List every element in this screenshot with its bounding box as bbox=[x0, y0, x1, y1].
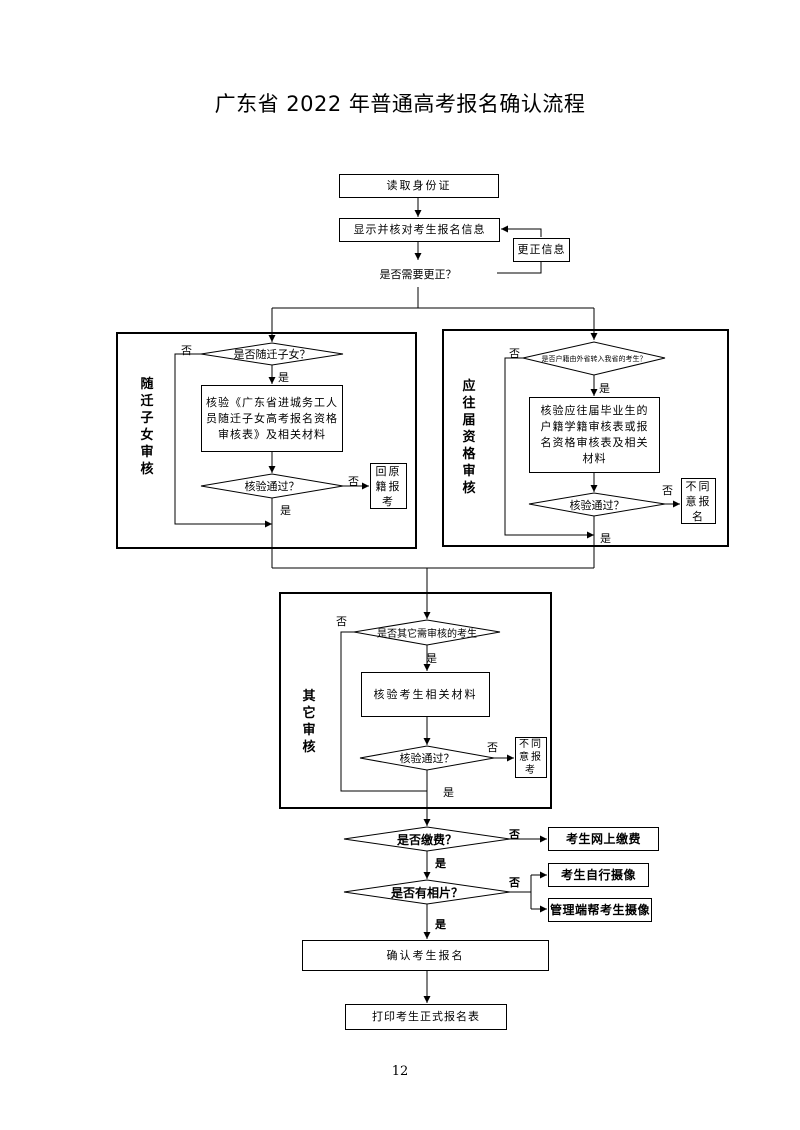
confirm-box: 确认考生报名 bbox=[302, 940, 549, 971]
section-c-pass-text: 核验通过？ bbox=[399, 752, 455, 765]
admin-photo-box: 管理端帮考生摄像 bbox=[548, 898, 652, 922]
label-yes-photo: 是 bbox=[435, 918, 446, 931]
label-yes-b1: 是 bbox=[599, 382, 610, 395]
diamond-c-question bbox=[353, 619, 501, 646]
page-number: 12 bbox=[391, 1064, 409, 1079]
label-no-paid: 否 bbox=[509, 828, 520, 841]
label-yes-paid: 是 bbox=[435, 857, 446, 870]
correct-info-box: 更正信息 bbox=[513, 238, 570, 262]
section-b-pass-text: 核验通过？ bbox=[569, 498, 625, 512]
label-no-a1: 否 bbox=[181, 344, 192, 357]
read-id-box: 读取身份证 bbox=[339, 174, 499, 198]
show-info-box: 显示并核对考生报名信息 bbox=[339, 218, 500, 242]
section-b-question-text: 是否户籍由外省转入我省的考生？ bbox=[541, 354, 647, 363]
page-title: 广东省 2022 年普通高考报名确认流程 bbox=[214, 92, 586, 116]
section-c-title: 其它审核 bbox=[302, 689, 316, 755]
label-no-b1: 否 bbox=[509, 347, 520, 360]
section-b-fail-box: 不同意报名 bbox=[681, 478, 716, 524]
section-a-frame bbox=[116, 332, 417, 549]
photo-question-text: 是否有相片？ bbox=[390, 885, 463, 900]
label-yes-a1: 是 bbox=[278, 371, 289, 384]
section-a-pass-text: 核验通过？ bbox=[244, 480, 300, 493]
section-a-verify-box: 核验《广东省进城务工人员随迁子女高考报名资格审核表》及相关材料 bbox=[201, 385, 343, 452]
label-no-b2: 否 bbox=[662, 484, 673, 497]
need-correct-text: 是否需要更正？ bbox=[379, 267, 457, 281]
section-c-fail-text: 不同意报考 bbox=[519, 739, 543, 776]
section-c-question-text: 是否其它需审核的考生 bbox=[377, 629, 477, 640]
section-c-verify-box: 核验考生相关材料 bbox=[361, 672, 490, 717]
label-yes-a2: 是 bbox=[280, 504, 291, 517]
section-a-fail-box: 回原籍报考 bbox=[370, 463, 407, 509]
print-box: 打印考生正式报名表 bbox=[345, 1004, 507, 1030]
label-yes-b2: 是 bbox=[600, 532, 611, 545]
label-no-c1: 否 bbox=[336, 615, 347, 628]
diamond-b-question bbox=[522, 341, 666, 376]
section-a-title: 随迁子女审核 bbox=[140, 377, 154, 477]
section-b-fail-text: 不同意报名 bbox=[685, 479, 712, 523]
section-b-verify-box: 核验应往届毕业生的户籍学籍审核表或报名资格审核表及相关材料 bbox=[529, 397, 660, 473]
section-c-fail-box: 不同意报考 bbox=[515, 737, 547, 778]
line-to-correct bbox=[497, 262, 542, 274]
diamond-a-question bbox=[200, 342, 344, 366]
label-no-photo: 否 bbox=[509, 876, 520, 889]
self-photo-box: 考生自行摄像 bbox=[548, 863, 649, 887]
section-b-title: 应往届资格审核 bbox=[462, 379, 476, 496]
section-c-frame bbox=[279, 592, 552, 809]
arrow-correct-to-show bbox=[501, 225, 542, 237]
label-no-a2: 否 bbox=[348, 475, 359, 488]
section-a-fail-text: 回原籍报考 bbox=[375, 464, 402, 508]
label-yes-c1: 是 bbox=[426, 652, 437, 665]
section-a-question-text: 是否随迁子女？ bbox=[233, 348, 311, 361]
section-b-frame bbox=[442, 329, 729, 547]
online-pay-box: 考生网上缴费 bbox=[548, 827, 659, 851]
paid-question-text: 是否缴费？ bbox=[396, 832, 457, 847]
label-yes-c2: 是 bbox=[443, 786, 454, 799]
label-no-c2: 否 bbox=[487, 741, 498, 754]
